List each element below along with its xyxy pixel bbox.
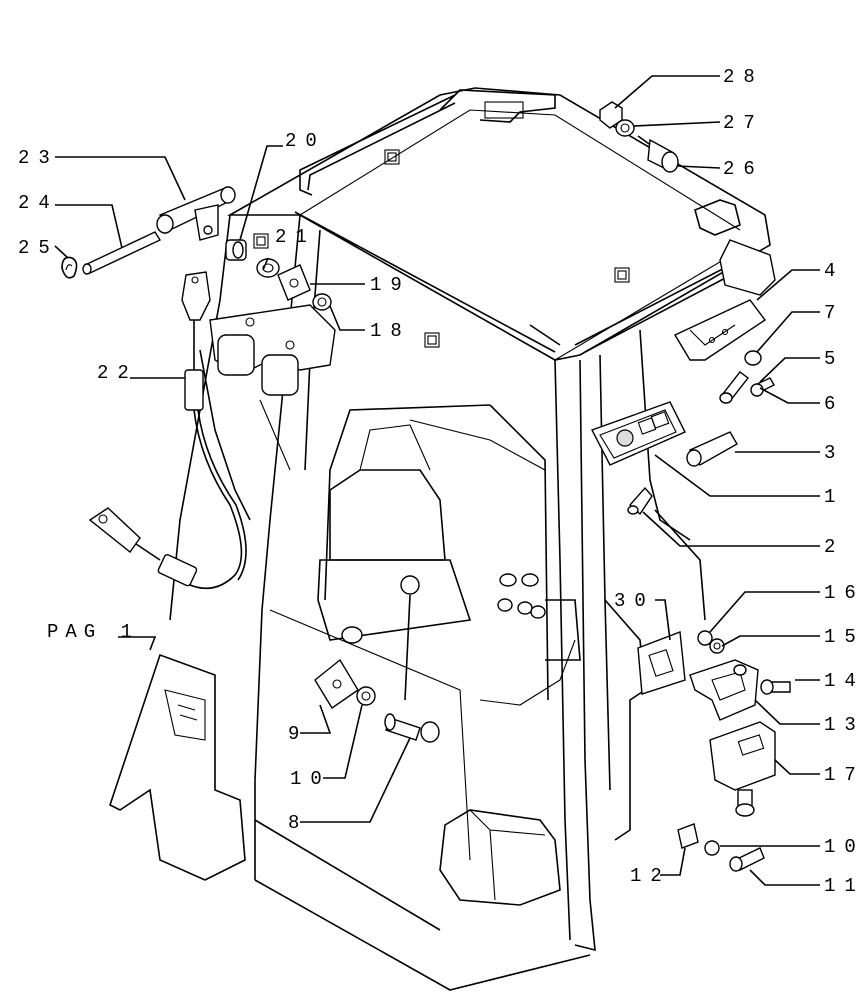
part-22-cable bbox=[88, 271, 247, 590]
part-23-handle bbox=[156, 186, 236, 241]
parts-16-15-washers bbox=[697, 630, 725, 654]
part-17-latch bbox=[709, 721, 776, 817]
part-2-clip bbox=[627, 486, 653, 516]
callout-10-left: 10 bbox=[290, 768, 331, 790]
callout-1: 1 bbox=[824, 486, 844, 508]
callout-10-right: 10 bbox=[824, 836, 860, 858]
part-4-bracket bbox=[674, 239, 776, 361]
callout-3: 3 bbox=[824, 442, 844, 464]
callout-14: 14 bbox=[824, 670, 860, 692]
leader-lines bbox=[54, 75, 820, 886]
part-7-nut bbox=[744, 350, 762, 366]
callout-labels: 28 27 26 20 23 24 25 21 19 18 22 4 7 5 6… bbox=[18, 66, 860, 897]
callout-21: 21 bbox=[275, 226, 316, 248]
callout-19: 19 bbox=[370, 274, 411, 296]
callout-11: 11 bbox=[824, 875, 860, 897]
page-reference: PAG 1 bbox=[47, 621, 139, 643]
part-mirror-block bbox=[209, 304, 336, 396]
parts-28-27-26-fasteners bbox=[599, 101, 679, 173]
part-20-bushing bbox=[225, 239, 247, 261]
part-21-nut bbox=[256, 258, 280, 278]
callout-27: 27 bbox=[723, 112, 764, 134]
callout-4: 4 bbox=[824, 260, 844, 282]
callout-18: 18 bbox=[370, 320, 411, 342]
callout-6: 6 bbox=[824, 393, 844, 415]
callout-17: 17 bbox=[824, 764, 860, 786]
part-3-plug bbox=[686, 431, 738, 467]
callout-13: 13 bbox=[824, 714, 860, 736]
callout-25: 25 bbox=[18, 237, 59, 259]
callout-28: 28 bbox=[723, 66, 764, 88]
part-1-switch-panel bbox=[591, 401, 686, 466]
part-24-pin bbox=[82, 231, 162, 275]
callout-5: 5 bbox=[824, 348, 844, 370]
callout-16: 16 bbox=[824, 582, 860, 604]
callout-12: 12 bbox=[630, 865, 671, 887]
callout-8: 8 bbox=[288, 812, 308, 834]
callout-26: 26 bbox=[723, 158, 764, 180]
part-25-clip bbox=[61, 256, 78, 279]
cab-structure bbox=[109, 87, 771, 991]
callout-23: 23 bbox=[18, 147, 59, 169]
callout-15: 15 bbox=[824, 626, 860, 648]
parts-9-10-8-lower-left bbox=[314, 626, 440, 743]
part-18-grommet bbox=[312, 293, 332, 311]
callout-20: 20 bbox=[285, 130, 326, 152]
callout-30: 30 bbox=[614, 590, 655, 612]
parts-12-10-11-fasteners-right bbox=[677, 823, 765, 872]
part-30-plate bbox=[637, 631, 686, 695]
callout-7: 7 bbox=[824, 302, 844, 324]
callout-2: 2 bbox=[824, 536, 844, 558]
callout-9: 9 bbox=[288, 723, 308, 745]
part-13-hinge bbox=[689, 659, 759, 721]
callout-24: 24 bbox=[18, 192, 59, 214]
part-14-bolt bbox=[760, 679, 791, 695]
part-19-plate bbox=[277, 264, 311, 301]
callout-22: 22 bbox=[97, 362, 138, 384]
